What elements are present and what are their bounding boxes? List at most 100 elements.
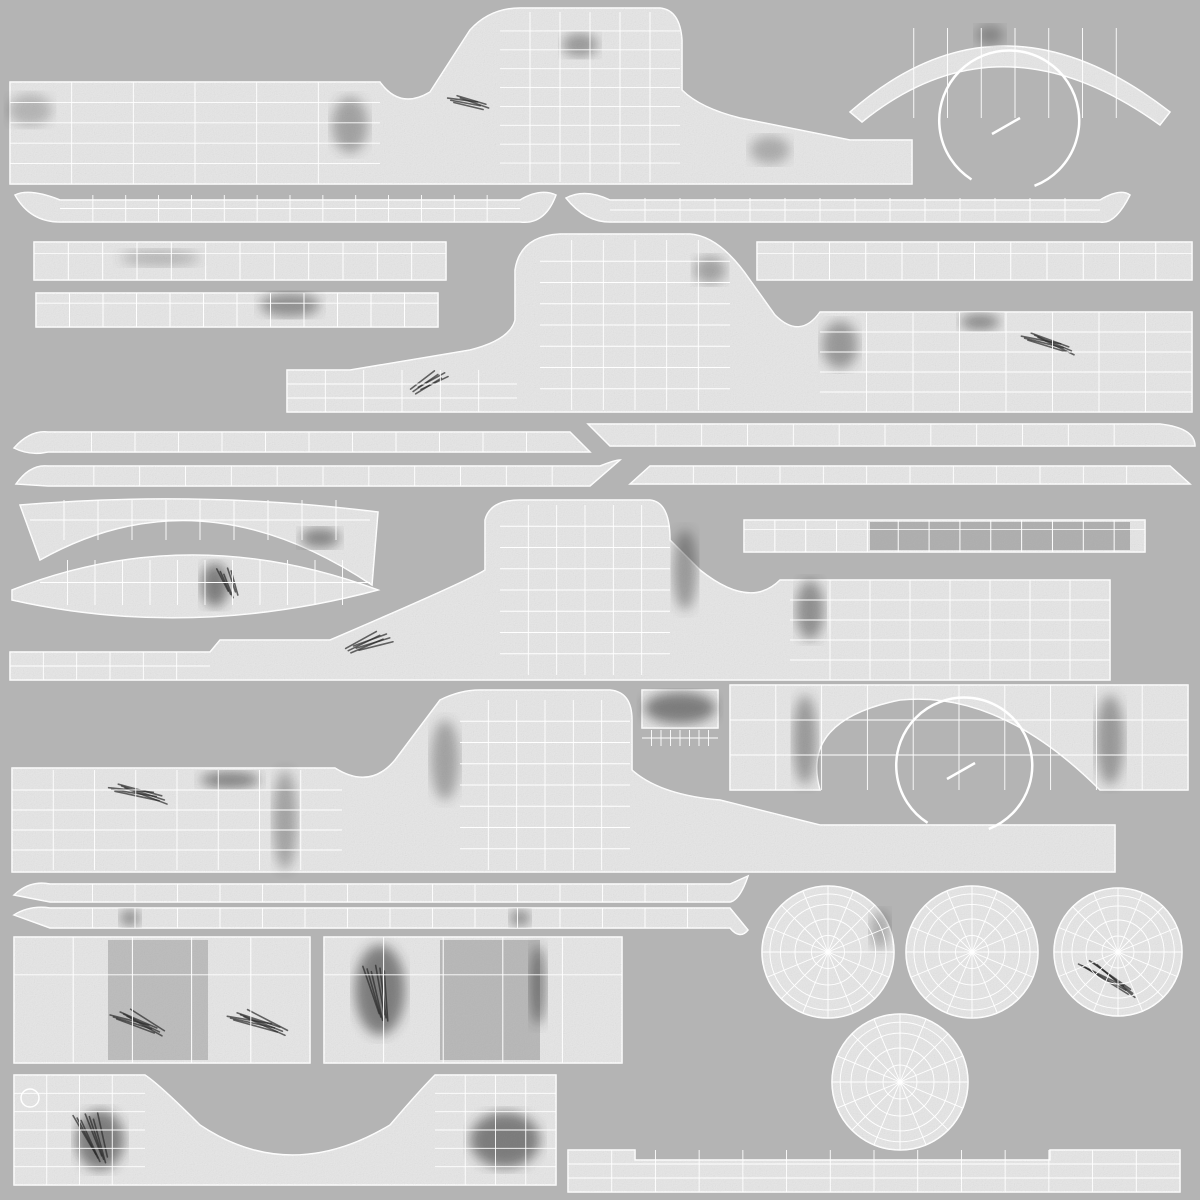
wheel-disc-spoke — [873, 1081, 901, 1145]
scratch — [446, 97, 479, 103]
trim-strip-grain — [14, 907, 748, 935]
dirt-smudge — [120, 250, 200, 266]
trim-strip-grain — [16, 460, 620, 486]
scratch — [374, 964, 386, 1016]
dirt-smudge — [8, 94, 52, 126]
scratch — [88, 1115, 105, 1161]
tailgate-panel-grain — [14, 1075, 556, 1185]
scratch — [229, 1017, 276, 1029]
wheel-disc-spoke — [1058, 951, 1119, 977]
dirt-smudge — [644, 692, 716, 724]
scratch — [355, 637, 391, 649]
wheel-disc-spoke — [899, 1081, 927, 1145]
wheel-disc-spoke — [1072, 951, 1119, 998]
wheel-disc-spoke — [1117, 892, 1143, 953]
scratch — [358, 640, 394, 652]
rear-fender-panel-grain — [730, 685, 1188, 790]
dirt-smudge — [750, 136, 790, 164]
scratch — [344, 630, 378, 650]
dirt-smudge — [470, 1112, 540, 1168]
dirt-smudge — [300, 528, 340, 548]
wheel-disc-spoke — [766, 926, 829, 953]
wheel-disc-spoke — [899, 1081, 963, 1109]
scratch — [226, 567, 237, 593]
dirt-smudge — [273, 770, 297, 870]
bumper-lens-grain — [12, 555, 378, 618]
scratch — [236, 1012, 281, 1028]
scratch — [453, 101, 484, 111]
wheel-disc-spoke — [946, 890, 973, 953]
scratch — [1020, 335, 1062, 345]
dirt-smudge — [673, 530, 697, 610]
wheel-ring-low-handle — [946, 761, 976, 781]
scratch — [223, 573, 234, 599]
dirt-smudge — [960, 314, 1000, 330]
wheel-disc-spoke — [766, 951, 829, 978]
wheel-disc-spoke — [946, 951, 973, 1014]
wheel-disc-spoke — [1058, 927, 1119, 953]
wheel-ring-low — [894, 696, 1034, 831]
dirt-smudge — [796, 580, 824, 640]
wheel-disc-spoke — [851, 1033, 901, 1083]
scratch — [233, 1019, 278, 1033]
dirt-smudge — [822, 321, 858, 369]
scratch — [1096, 963, 1136, 999]
wheel-disc-spoke — [827, 890, 854, 953]
wheel-disc-spoke — [827, 905, 875, 953]
scratch — [370, 970, 384, 1022]
scratch — [459, 97, 490, 109]
wheel-disc-spoke — [899, 1055, 963, 1083]
dirt-smudge — [694, 256, 726, 284]
trim-strip-grain — [14, 876, 748, 902]
scratch — [246, 1008, 289, 1032]
scratch — [215, 568, 230, 592]
scratch — [362, 965, 380, 1015]
trim-strip-grain — [566, 192, 1130, 223]
scratch — [219, 570, 232, 596]
dirt-smudge — [431, 720, 459, 800]
wheel-disc-spoke — [1093, 951, 1119, 1012]
scratch — [409, 370, 436, 390]
wheel-disc-spoke — [1093, 892, 1119, 953]
wheel-disc-spoke — [971, 951, 998, 1014]
wheel-disc-spoke — [1117, 951, 1178, 977]
trim-strip-grain — [15, 192, 556, 223]
trim-strip-grain — [588, 424, 1195, 446]
wheel-disc-spoke — [827, 951, 875, 999]
wheel-disc-spoke — [781, 951, 829, 999]
wheel-disc-spoke — [837, 1055, 901, 1083]
scratch — [366, 968, 382, 1018]
scratch — [84, 1113, 103, 1157]
wheel-disc-spoke — [899, 1033, 949, 1083]
scratch — [1027, 339, 1067, 353]
wheel-disc-spoke — [837, 1081, 901, 1109]
wheel-disc-spoke — [971, 926, 1034, 953]
wheel-disc-spoke — [910, 926, 973, 953]
wheel-disc-spoke — [899, 1081, 949, 1131]
wheel-disc-spoke — [851, 1081, 901, 1131]
dirt-smudge — [530, 945, 546, 1025]
wheel-disc-spoke — [827, 951, 854, 1014]
wheel-disc-spoke — [802, 890, 829, 953]
bolt-hole — [20, 1088, 40, 1108]
dirt-smudge — [1096, 695, 1124, 785]
scratch — [1030, 332, 1070, 348]
wheel-disc-spoke — [1117, 927, 1178, 953]
dirt-smudge — [562, 33, 598, 57]
door-panel-grain — [14, 937, 310, 1063]
body-panel-top-grain — [10, 8, 912, 184]
dirt-smudge — [510, 910, 530, 926]
wheel-disc-spoke — [899, 1019, 927, 1083]
wheel-disc-spoke — [1117, 951, 1164, 998]
scratch — [352, 633, 388, 647]
scratch — [124, 787, 168, 805]
dirt-smudge — [793, 695, 817, 785]
door-recess — [440, 940, 540, 1060]
dirt-smudge — [260, 293, 320, 317]
fender-arch-top-grain — [850, 46, 1170, 125]
trim-strip-grain — [14, 431, 590, 454]
wheel-disc-spoke — [971, 951, 1034, 978]
wheel-disc-spoke — [827, 951, 890, 978]
scratch — [80, 1119, 101, 1163]
dirt-smudge — [200, 772, 260, 788]
